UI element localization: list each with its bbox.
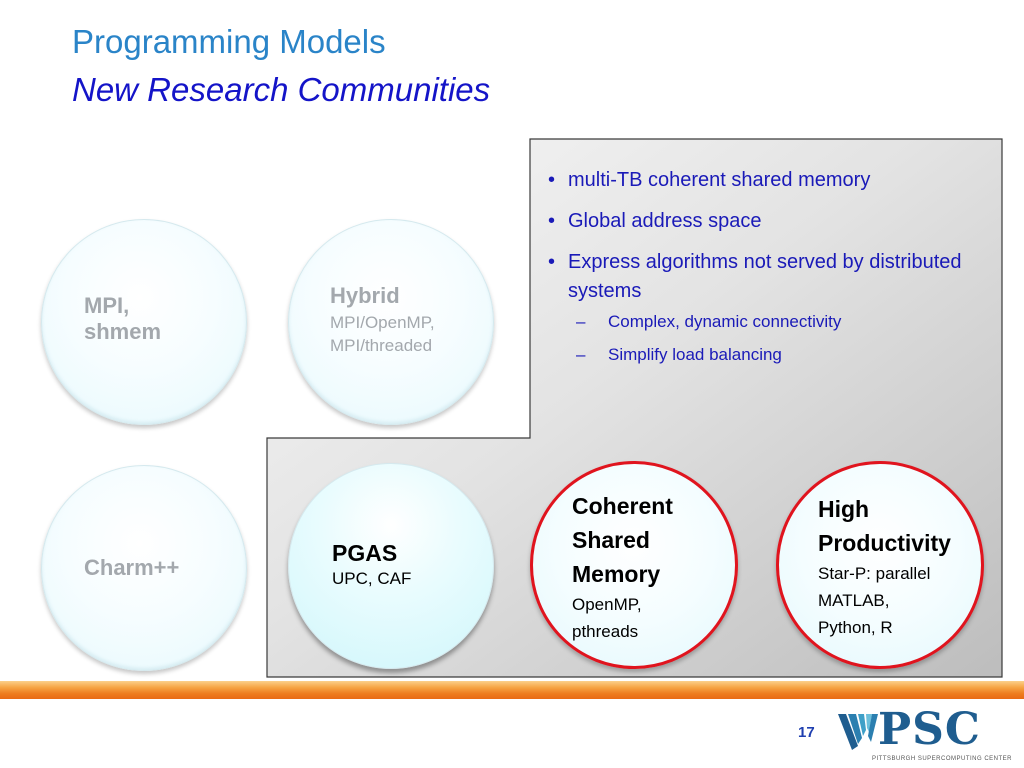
slide-title: Programming Models (72, 23, 386, 60)
productivity-line-2: MATLAB, (818, 591, 890, 610)
productivity-title-1: High (818, 496, 870, 522)
bullet-item: • Global address space (548, 207, 978, 236)
coherent-line-1: OpenMP, (572, 595, 642, 614)
sub-bullet-item: – Complex, dynamic connectivity (548, 310, 978, 334)
productivity-line-3: Python, R (818, 618, 893, 637)
psc-logo-subtext: PITTSBURGH SUPERCOMPUTING CENTER (872, 756, 1013, 762)
pgas-line-1: UPC, CAF (332, 569, 412, 588)
coherent-title-2: Shared (572, 527, 650, 553)
bullet-icon: • (548, 169, 556, 191)
productivity-title-2: Productivity (818, 530, 951, 556)
bullet-item: • Express algorithms not served by distr… (548, 248, 978, 306)
shmem-line: shmem (84, 319, 162, 344)
bullet-text: multi-TB coherent shared memory (568, 169, 871, 191)
bullet-icon: • (548, 210, 556, 232)
mpi-shmem-bubble (41, 219, 247, 425)
high-productivity-bubble (776, 461, 984, 669)
dash-icon: – (576, 312, 586, 331)
psc-logo-text: PSC (878, 704, 981, 755)
sub-bullet-text: Complex, dynamic connectivity (608, 312, 842, 331)
productivity-line-1: Star-P: parallel (818, 564, 931, 583)
bullet-text: Global address space (568, 210, 762, 232)
dash-icon: – (576, 345, 586, 364)
sub-bullet-item: – Simplify load balancing (548, 343, 978, 367)
coherent-line-2: pthreads (572, 622, 639, 641)
high-productivity-label: High Productivity Star-P: parallel MATLA… (818, 492, 951, 641)
hybrid-label: Hybrid MPI/OpenMP, MPI/threaded (330, 283, 435, 357)
charm-bubble (41, 465, 247, 671)
hybrid-line-2: MPI/threaded (330, 336, 433, 355)
pgas-label: PGAS UPC, CAF (332, 538, 411, 590)
bullet-icon: • (548, 251, 556, 273)
hybrid-line-1: MPI/OpenMP, (330, 313, 435, 332)
pgas-bubble (288, 463, 494, 669)
coherent-title-1: Coherent (572, 493, 673, 519)
hybrid-title: Hybrid (330, 283, 400, 308)
coherent-shared-memory-label: Coherent Shared Memory OpenMP, pthreads (572, 489, 673, 645)
charm-label: Charm++ (84, 555, 180, 580)
bullet-item: • multi-TB coherent shared memory (548, 166, 978, 195)
psc-logo-icon (838, 714, 878, 750)
mpi-line: MPI, (84, 293, 130, 318)
page-number: 17 (798, 724, 815, 741)
sub-bullet-text: Simplify load balancing (608, 345, 782, 364)
slide-subtitle: New Research Communities (72, 71, 491, 108)
footer-stripe (0, 681, 1024, 699)
coherent-shared-memory-bubble (530, 461, 738, 669)
bullet-text: Express algorithms not served by distrib… (568, 251, 962, 302)
hybrid-bubble (288, 219, 494, 425)
pgas-title: PGAS (332, 540, 398, 566)
bullet-list: • multi-TB coherent shared memory • Glob… (548, 166, 978, 376)
coherent-title-3: Memory (572, 561, 661, 587)
mpi-shmem-label: MPI, shmem (84, 293, 161, 345)
